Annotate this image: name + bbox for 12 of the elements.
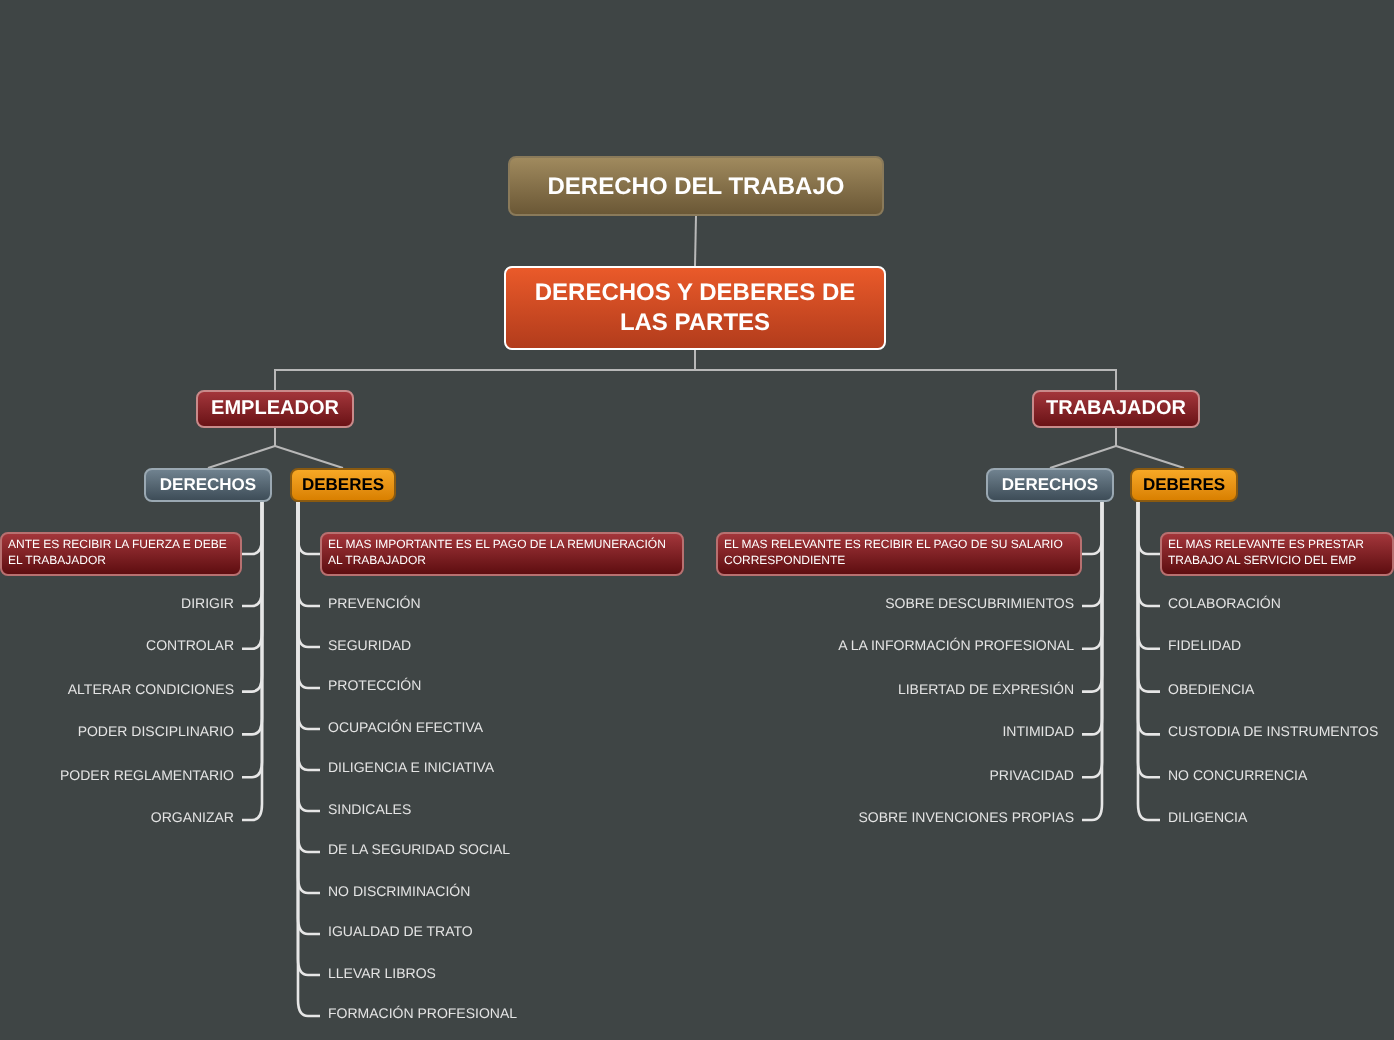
rights-box: DERECHOS (986, 468, 1114, 502)
party-box: EMPLEADOR (196, 390, 354, 428)
party-box: TRABAJADOR (1032, 390, 1200, 428)
connector-line (1115, 427, 1185, 469)
duties-box: DEBERES (1130, 468, 1238, 502)
rights-box: DERECHOS (144, 468, 272, 502)
main-topic-box: DERECHOS Y DEBERES DE LAS PARTES (504, 266, 886, 350)
connector-line (694, 215, 697, 267)
connector-line (694, 349, 1117, 391)
duties-box: DEBERES (290, 468, 396, 502)
connector-line (274, 427, 344, 469)
root-topic-box: DERECHO DEL TRABAJO (508, 156, 884, 216)
